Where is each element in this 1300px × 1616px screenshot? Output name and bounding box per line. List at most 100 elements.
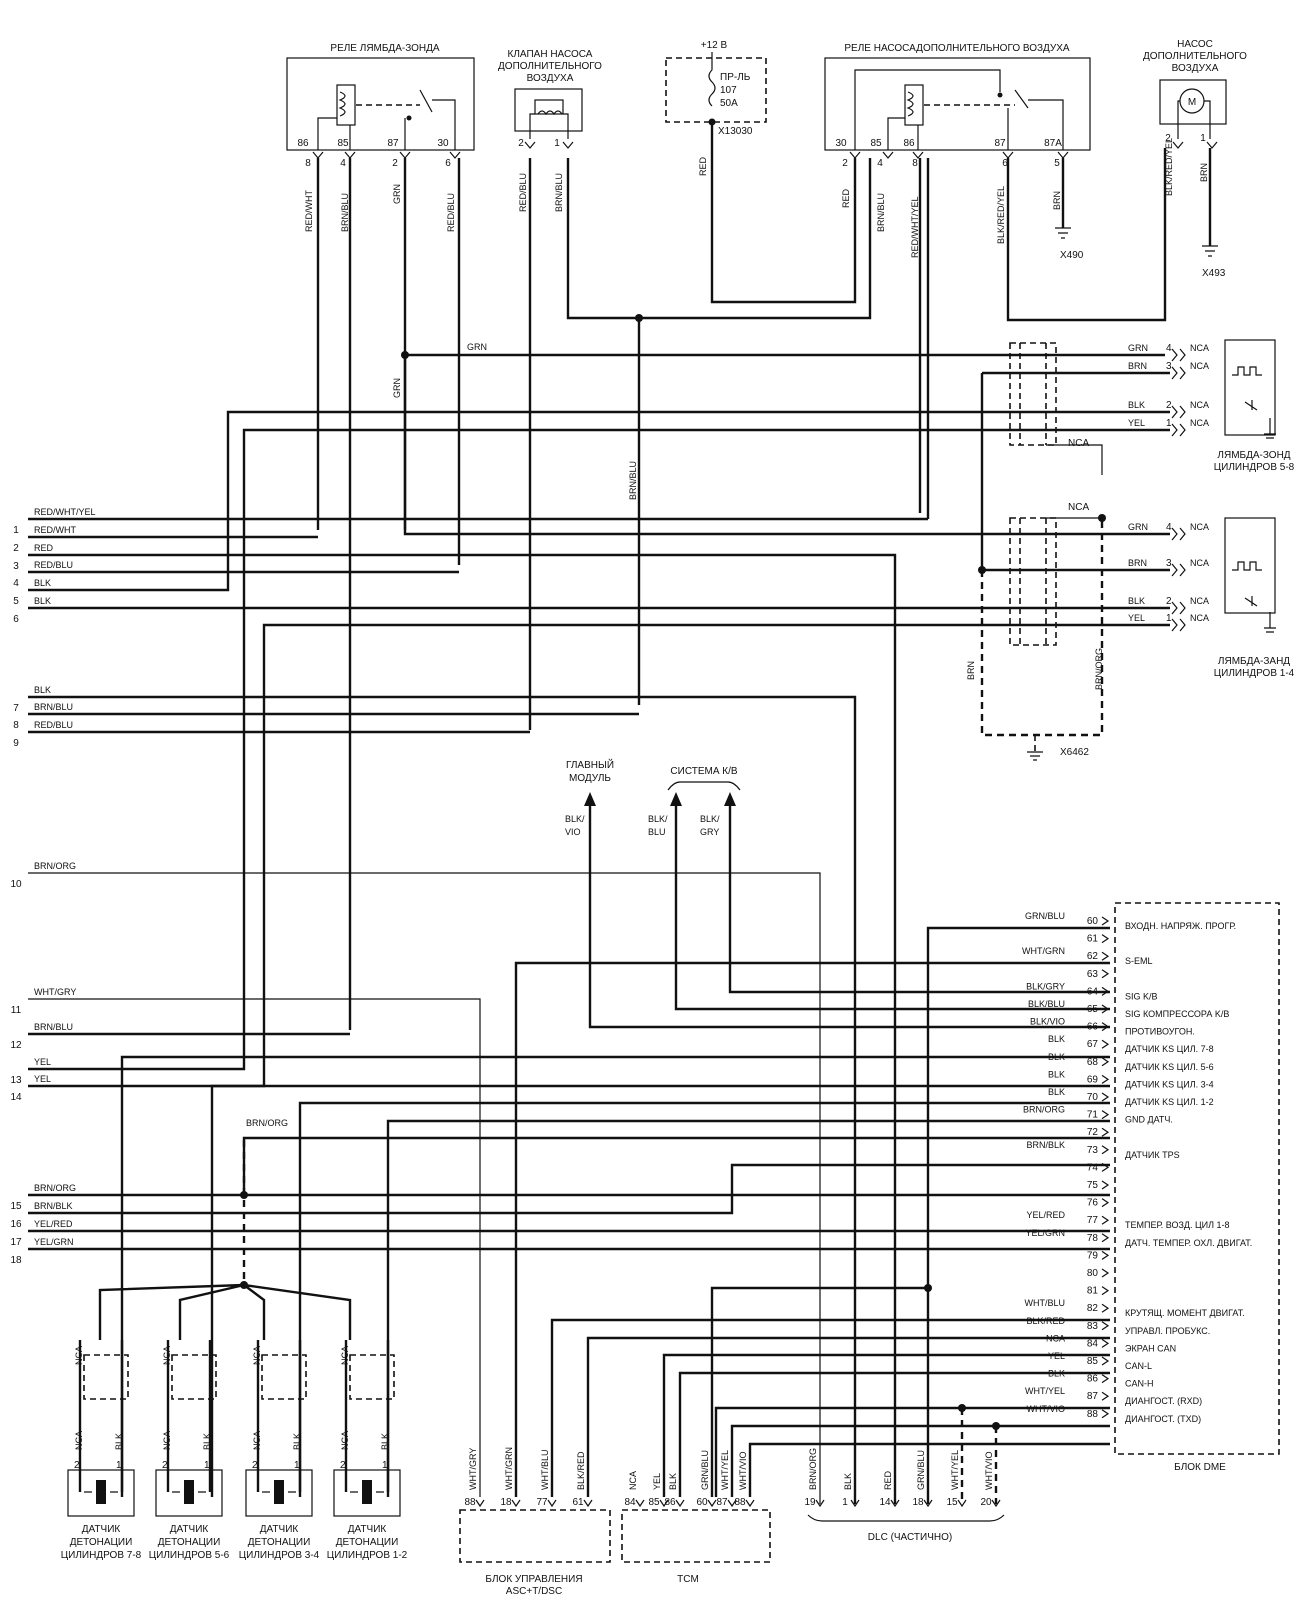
dme-pin-87: 87 xyxy=(1087,1391,1099,1402)
lambda-lower-conn-3 xyxy=(1171,563,1186,577)
static-drawing: РЕЛЕ ЛЯМБДА-ЗОНДА 86 85 87 30 8 4 2 6 xyxy=(10,39,1294,1597)
tcm-pin-87: 87 xyxy=(716,1497,728,1508)
lambda-lower-shield xyxy=(1009,517,1057,646)
nca-upper: NCA xyxy=(1068,438,1089,449)
knock-label-2-0: ДАТЧИК xyxy=(170,1524,209,1535)
brn-org-mid: BRN/ORG xyxy=(246,1118,288,1128)
dme-conn-87 xyxy=(1101,1391,1110,1401)
dme-func-64: SIG K/B xyxy=(1125,991,1158,1001)
valve-title-3: ВОЗДУХА xyxy=(527,73,574,84)
knock-shield xyxy=(83,1354,129,1400)
dme-pin-86: 86 xyxy=(1087,1374,1099,1385)
fuse-line-2: 107 xyxy=(720,85,737,96)
dme-func-82: КРУТЯЩ. МОМЕНТ ДВИГАТ. xyxy=(1125,1308,1245,1318)
dme-func-87: ДИАНГОСТ. (RXD) xyxy=(1125,1396,1202,1406)
supply-title: +12 В xyxy=(701,40,728,51)
relay-air-conn-2: 2 xyxy=(842,158,848,169)
dme-func-84: ЭКРАН CAN xyxy=(1125,1343,1176,1353)
relay-air-conn-8: 8 xyxy=(912,158,918,169)
lambda-upper-nca-3: NCA xyxy=(1190,361,1209,371)
vl-brn-org-gnd: BRN/ORG xyxy=(1094,648,1104,690)
left-row-wire-4: RED/BLU xyxy=(34,560,73,570)
dme-wire-66: BLK/VIO xyxy=(1030,1017,1065,1027)
relay-lambda-conn-4: 4 xyxy=(340,158,346,169)
dme-pin-73: 73 xyxy=(1087,1145,1099,1156)
air-pump-title-1: НАСОС xyxy=(1177,39,1213,50)
tcm-pin-60: 60 xyxy=(696,1497,708,1508)
tcm-conn-87 xyxy=(727,1499,737,1508)
left-row-wire-5: BLK xyxy=(34,578,51,588)
left-row-wire-3: RED xyxy=(34,543,54,553)
tcm-pin-85: 85 xyxy=(648,1497,660,1508)
tcm-pin-84: 84 xyxy=(624,1497,636,1508)
dme-conn-74 xyxy=(1101,1162,1110,1172)
dme-pin-77: 77 xyxy=(1087,1215,1099,1226)
vl-brn-gnd: BRN xyxy=(966,661,976,680)
knock-pin-1-3: 1 xyxy=(294,1460,300,1471)
ac-title: СИСТЕМА К/В xyxy=(670,766,737,777)
dme-pin-70: 70 xyxy=(1087,1092,1099,1103)
dlc-pin-15: 15 xyxy=(946,1497,958,1508)
knock-leads xyxy=(344,1340,390,1492)
top-wires xyxy=(316,122,1218,1030)
relay-lambda-box xyxy=(286,57,475,151)
tcm-pin-86: 86 xyxy=(664,1497,676,1508)
dlc-pin-19: 19 xyxy=(804,1497,816,1508)
dme-pin-82: 82 xyxy=(1087,1303,1099,1314)
relay-air-pin-86: 86 xyxy=(903,138,915,149)
dme-conn-81 xyxy=(1101,1286,1110,1296)
left-row-num-4: 4 xyxy=(13,578,19,589)
asc_block-pin-77: 77 xyxy=(536,1497,548,1508)
valve-pin-2: 2 xyxy=(518,138,524,149)
lambda-upper-wire-2: BLK xyxy=(1128,400,1145,410)
relay-lambda-conn-6: 6 xyxy=(445,158,451,169)
knock-pin-1-4: 1 xyxy=(382,1460,388,1471)
dme-pin-76: 76 xyxy=(1087,1198,1099,1209)
vl-red-blu-2: RED/BLU xyxy=(518,173,528,212)
asc_block-pin-88: 88 xyxy=(464,1497,476,1508)
dme-conn-63 xyxy=(1101,969,1110,979)
dme-conn-86 xyxy=(1101,1374,1110,1384)
knock-pin-2-2: 2 xyxy=(162,1460,168,1471)
dlc-block: DLC (ЧАСТИЧНО) 19BRN/ORG1BLK14RED18GRN/B… xyxy=(804,1448,1005,1543)
vl-blk-red-yel-2: BLK/RED/YEL xyxy=(1164,138,1174,196)
dlc-conn-20 xyxy=(991,1499,1001,1508)
air-pump-title-3: ВОЗДУХА xyxy=(1172,63,1219,74)
knock-shield xyxy=(171,1354,217,1400)
relay-lambda-switch xyxy=(419,89,433,113)
tcm-wire-84: NCA xyxy=(628,1471,638,1490)
dme-conn-82 xyxy=(1101,1303,1110,1313)
dme-wire-82: WHT/BLU xyxy=(1025,1298,1066,1308)
supply-connector: X13030 xyxy=(718,126,753,137)
dme-conn-83 xyxy=(1101,1321,1110,1331)
dme-conn-68 xyxy=(1101,1057,1110,1067)
dme-func-77: ТЕМПЕР. ВОЗД. ЦИЛ 1-8 xyxy=(1125,1220,1230,1230)
tcm-wire-88: WHT/VIO xyxy=(738,1452,748,1491)
asc_block-pin-18: 18 xyxy=(500,1497,512,1508)
relay-air-box xyxy=(824,57,1091,151)
dme-wire-70: BLK xyxy=(1048,1087,1065,1097)
knock-pin-2-4: 2 xyxy=(340,1460,346,1471)
lambda-upper-pin-3: 3 xyxy=(1166,361,1172,372)
vl-red-wht-yel: RED/WHT/YEL xyxy=(910,196,920,258)
lambda-lower-pin-4: 4 xyxy=(1166,522,1172,533)
knock-blk-4: BLK xyxy=(380,1433,390,1450)
knock-shield xyxy=(349,1354,395,1400)
tcm-conn-85 xyxy=(659,1499,669,1508)
knock-leads xyxy=(166,1340,212,1492)
dlc-conn-15 xyxy=(957,1499,967,1508)
valve-title-1: КЛАПАН НАСОСА xyxy=(508,49,593,60)
left-row-num-13: 13 xyxy=(10,1075,22,1086)
main-module-title-1: ГЛАВНЫЙ xyxy=(566,758,614,771)
left-row-num-15: 15 xyxy=(10,1201,22,1212)
knock-element-icon xyxy=(274,1480,284,1504)
relay-lambda: РЕЛЕ ЛЯМБДА-ЗОНДА 86 85 87 30 8 4 2 6 xyxy=(286,43,475,169)
supply-12v: +12 В ПР-ЛЬ 107 50А X13030 xyxy=(665,40,767,137)
left-row-wire-6: BLK xyxy=(34,596,51,606)
left-row-wire-15: BRN/ORG xyxy=(34,1183,76,1193)
lambda-upper-pin-1: 1 xyxy=(1166,418,1172,429)
relay-air-pin-87: 87 xyxy=(994,138,1006,149)
dme-conn-67 xyxy=(1101,1039,1110,1049)
